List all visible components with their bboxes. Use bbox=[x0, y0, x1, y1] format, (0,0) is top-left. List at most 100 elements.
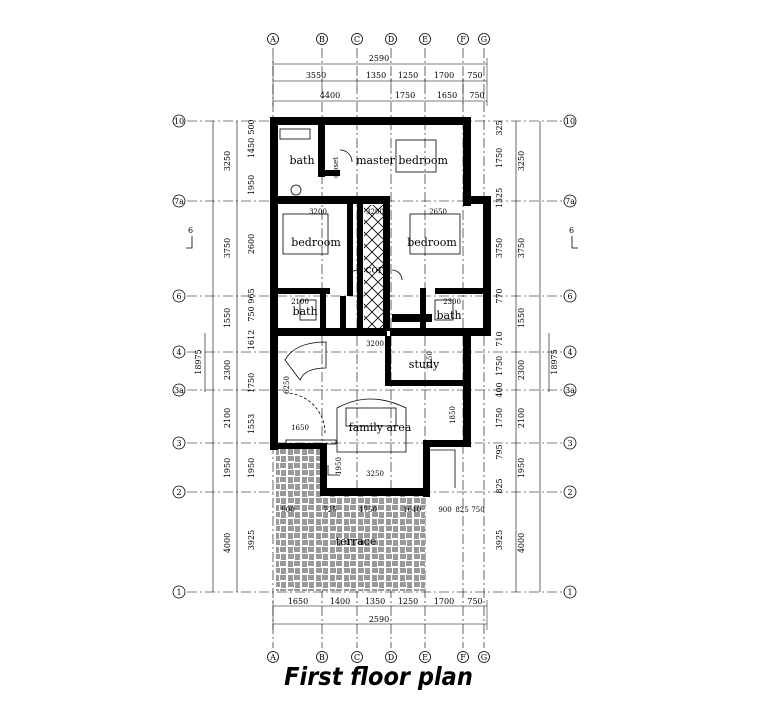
grid-col-bottom-c: C bbox=[354, 653, 360, 662]
room-label-bath-left: bath bbox=[292, 305, 317, 318]
dim-right-inner-4: 3750 bbox=[495, 238, 504, 258]
dim-bottom-6: 750 bbox=[467, 597, 482, 606]
dim-top-total: 2590 bbox=[369, 54, 389, 63]
dim-int-12: 1640 bbox=[403, 506, 421, 514]
grid-col-bottom-b: B bbox=[319, 653, 325, 662]
grid-row-right-6: 6 bbox=[567, 292, 572, 301]
dim-int-17: 6250 bbox=[283, 376, 291, 394]
dim-int-15: 750 bbox=[471, 506, 484, 514]
dim-left-outer-7: 4000 bbox=[223, 533, 232, 553]
grid-col-bottom-d: D bbox=[388, 653, 394, 662]
grid-col-top-b: B bbox=[319, 35, 325, 44]
dim-bottom-4: 1250 bbox=[398, 597, 418, 606]
dim-left-outer-1: 3250 bbox=[223, 151, 232, 171]
dim-right-inner-6: 710 bbox=[495, 331, 504, 346]
dim-int-1: 3200 bbox=[309, 208, 327, 216]
dim-left-inner-11: 3925 bbox=[247, 530, 256, 550]
dimension-lines bbox=[204, 58, 550, 630]
grid-row-right-4: 4 bbox=[567, 348, 572, 357]
grid-row-left-3: 3 bbox=[176, 439, 181, 448]
dim-left-inner-9: 1553 bbox=[247, 414, 256, 434]
dim-int-18: 1850 bbox=[449, 406, 457, 424]
dim-right-inner-7: 1750 bbox=[495, 356, 504, 376]
dim-right-inner-8: 400 bbox=[495, 382, 504, 397]
grid-col-top-g: G bbox=[481, 35, 487, 44]
dim-int-11: 1750 bbox=[359, 506, 377, 514]
grid-col-top-d: D bbox=[388, 35, 394, 44]
dim-int-14: 825 bbox=[455, 506, 468, 514]
dim-left-inner-6: 750 bbox=[247, 306, 256, 321]
dim-right-inner-11: 825 bbox=[495, 478, 504, 493]
grid-col-top-c: C bbox=[354, 35, 360, 44]
grid-row-left-7a: 7a bbox=[174, 197, 184, 206]
dim-int-10: 725 bbox=[323, 506, 336, 514]
dim-int-16: 2150 bbox=[426, 351, 434, 369]
dim-left-total: 18975 bbox=[194, 349, 203, 374]
grid-col-bottom-g: G bbox=[481, 653, 487, 662]
dim-int-6: 3200 bbox=[366, 340, 384, 348]
dim-right-inner-12: 3925 bbox=[495, 530, 504, 550]
room-label-terrace: terrace bbox=[336, 535, 377, 548]
grid-row-right-7a: 7a bbox=[565, 197, 575, 206]
grid-row-right-3: 3 bbox=[567, 439, 572, 448]
dim-right-inner-10: 795 bbox=[495, 444, 504, 459]
dim-left-inner-8: 1750 bbox=[247, 373, 256, 393]
dim-left-inner-5: 965 bbox=[247, 288, 256, 303]
grid-row-left-6: 6 bbox=[176, 292, 181, 301]
dim-top-r1-3: 1250 bbox=[398, 71, 418, 80]
grid-col-top-f: F bbox=[460, 35, 466, 44]
room-label-closet: closet bbox=[332, 157, 340, 178]
room-label-family-area: family area bbox=[349, 421, 412, 434]
dim-left-inner-10: 1950 bbox=[247, 458, 256, 478]
dim-right-inner-9: 1750 bbox=[495, 408, 504, 428]
dim-left-outer-2: 3750 bbox=[223, 238, 232, 258]
dim-top-r2-4: 750 bbox=[469, 91, 484, 100]
dim-right-outer-1: 3250 bbox=[517, 151, 526, 171]
dim-right-inner-3: 1325 bbox=[495, 188, 504, 208]
dim-right-outer-5: 2100 bbox=[517, 408, 526, 428]
dim-int-7: 1650 bbox=[291, 424, 309, 432]
dim-int-2: 3200 bbox=[366, 208, 384, 216]
dim-right-inner-1: 325 bbox=[495, 120, 504, 135]
grid-row-left-2: 2 bbox=[176, 488, 181, 497]
dim-left-inner-4: 2600 bbox=[247, 234, 256, 254]
dim-right-total: 18975 bbox=[550, 349, 559, 374]
room-label-bedroom-right: bedroom bbox=[407, 236, 457, 249]
grid-col-bottom-f: F bbox=[460, 653, 466, 662]
grid-row-right-3a: 3a bbox=[565, 386, 575, 395]
grid-col-bottom-e: E bbox=[422, 653, 428, 662]
grid-col-top-a: A bbox=[269, 35, 276, 44]
dim-top-r2-3: 1650 bbox=[437, 91, 457, 100]
dim-left-inner-2: 1450 bbox=[247, 138, 256, 158]
grid-bubbles bbox=[172, 33, 577, 663]
grid-row-right-10: 10 bbox=[565, 117, 575, 126]
dim-right-outer-7: 4000 bbox=[517, 533, 526, 553]
terrace-floor bbox=[276, 495, 425, 591]
dim-right-outer-3: 1550 bbox=[517, 308, 526, 328]
dim-right-inner-2: 1750 bbox=[495, 148, 504, 168]
room-label-bath-top: bath bbox=[289, 154, 314, 167]
dim-bottom-total: 2590 bbox=[369, 615, 389, 624]
dim-top-r1-2: 1350 bbox=[366, 71, 386, 80]
dim-top-r2-1: 4400 bbox=[320, 91, 340, 100]
grid-row-right-1: 1 bbox=[567, 588, 572, 597]
section-marks bbox=[186, 236, 578, 249]
grid-col-top-e: E bbox=[422, 35, 428, 44]
dim-left-inner-3: 1950 bbox=[247, 175, 256, 195]
room-label-study: study bbox=[409, 358, 440, 371]
dim-right-outer-6: 1950 bbox=[517, 458, 526, 478]
dim-top-r2-2: 1750 bbox=[395, 91, 415, 100]
dim-right-outer-4: 2300 bbox=[517, 360, 526, 380]
section-mark-left: 6 bbox=[188, 226, 193, 235]
grid-row-left-10: 10 bbox=[174, 117, 184, 126]
dim-top-r1-4: 1700 bbox=[434, 71, 454, 80]
dim-bottom-2: 1400 bbox=[330, 597, 350, 606]
dim-int-5: 2300 bbox=[443, 298, 461, 306]
dim-bottom-1: 1650 bbox=[288, 597, 308, 606]
dim-int-9: 900 bbox=[281, 506, 294, 514]
dim-int-8: 3250 bbox=[366, 470, 384, 478]
dim-left-inner-7: 1612 bbox=[247, 330, 256, 350]
dim-int-19: 1950 bbox=[335, 457, 343, 475]
dim-int-3: 2650 bbox=[429, 208, 447, 216]
